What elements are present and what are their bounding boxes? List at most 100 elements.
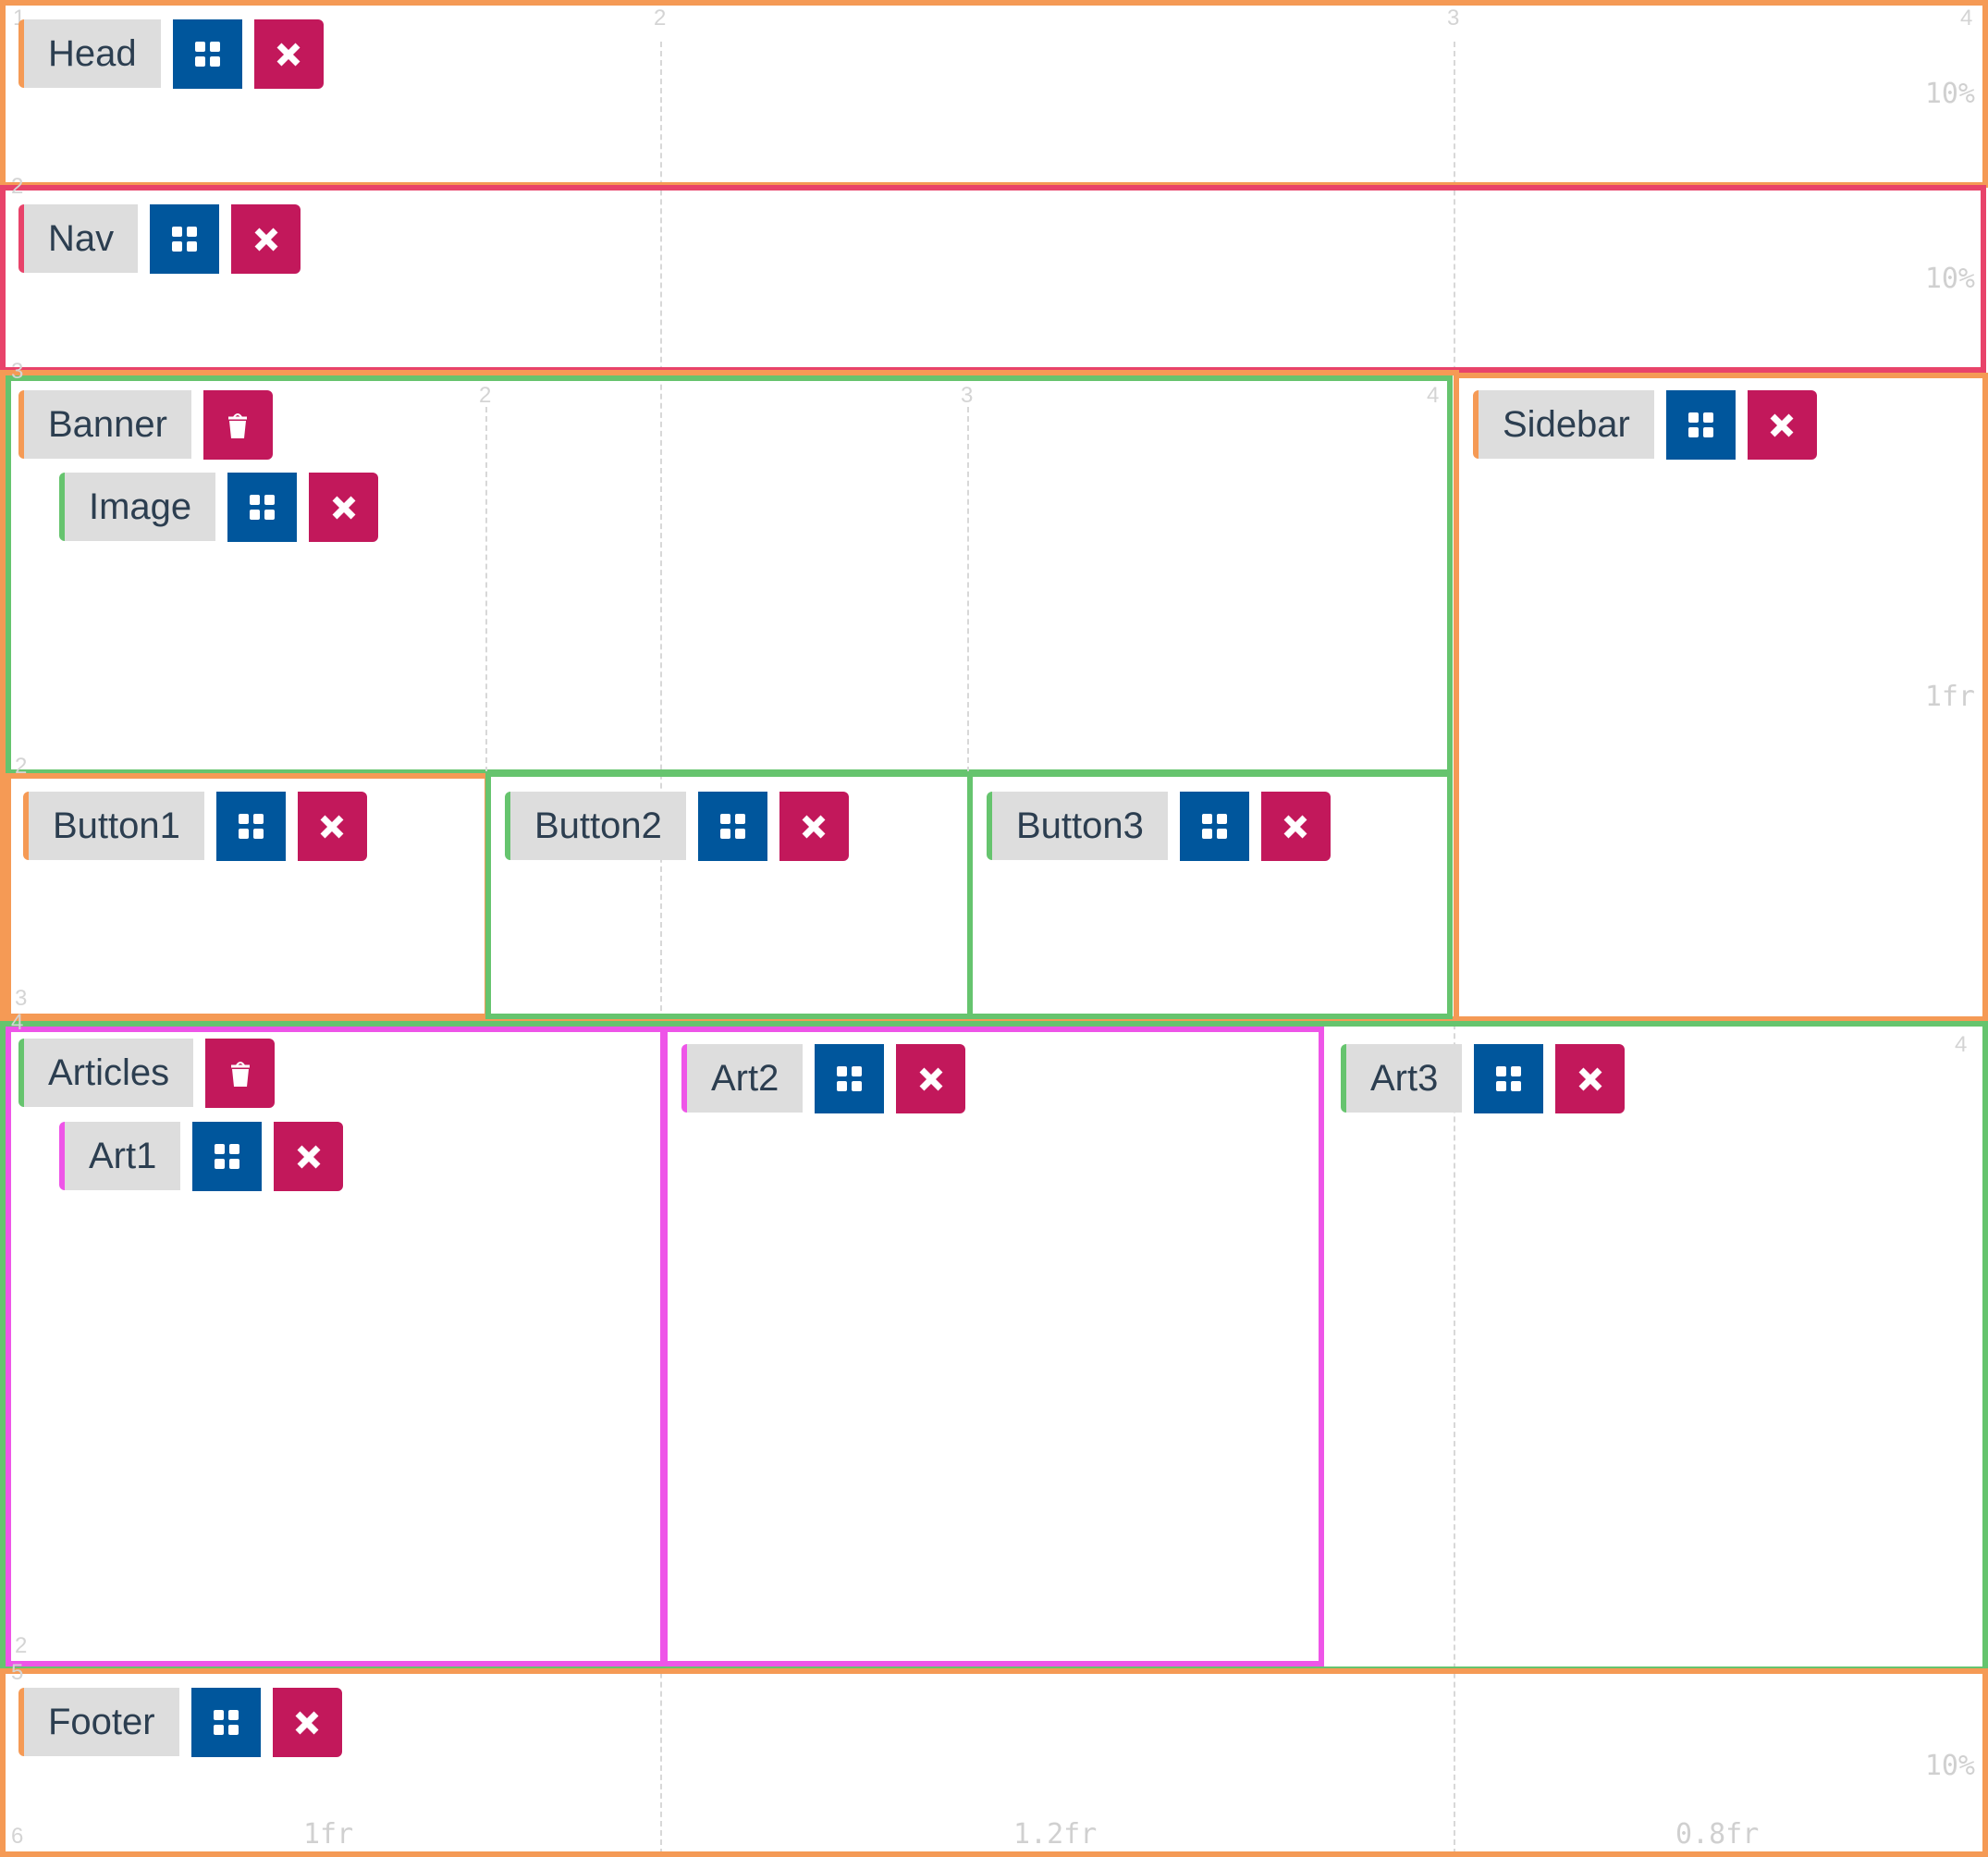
close-icon <box>1578 1067 1602 1090</box>
remove-button[interactable] <box>309 473 379 542</box>
item-nav: Nav <box>18 204 301 274</box>
item-art3: Art3 <box>1341 1044 1626 1113</box>
close-icon <box>297 1145 321 1168</box>
move-button[interactable] <box>215 792 286 861</box>
item-label[interactable]: Button3 <box>987 792 1168 860</box>
row-size-4: 10% <box>1924 1750 1975 1782</box>
articles-row-line-2: 2 <box>15 1633 28 1658</box>
close-icon <box>254 228 278 251</box>
area-footer <box>0 1668 1988 1857</box>
row-line-6: 6 <box>11 1824 24 1849</box>
move-button[interactable] <box>150 204 220 274</box>
row-size-3: 1fr <box>1924 681 1975 713</box>
col-line-3: 3 <box>1447 6 1460 31</box>
row-line-5: 5 <box>11 1660 24 1685</box>
item-label[interactable]: Footer <box>18 1688 179 1756</box>
close-icon <box>1283 815 1307 838</box>
item-label[interactable]: Art3 <box>1341 1044 1463 1113</box>
item-label[interactable]: Button1 <box>23 792 204 860</box>
item-button2: Button2 <box>505 792 849 861</box>
delete-button[interactable] <box>205 1039 276 1108</box>
col-size-1: 1fr <box>303 1818 354 1851</box>
close-icon <box>332 496 356 519</box>
item-label[interactable]: Head <box>18 19 161 88</box>
remove-button[interactable] <box>297 792 367 861</box>
row-size-2: 10% <box>1924 263 1975 295</box>
banner-col-line-2: 2 <box>479 383 492 408</box>
item-articles: Articles <box>18 1039 276 1108</box>
item-label[interactable]: Banner <box>18 390 191 459</box>
grid-icon <box>238 814 264 839</box>
item-head: Head <box>18 19 324 89</box>
move-button[interactable] <box>1474 1044 1544 1113</box>
remove-button[interactable] <box>896 1044 966 1113</box>
remove-button[interactable] <box>274 1122 344 1191</box>
move-button[interactable] <box>227 473 298 542</box>
item-label[interactable]: Sidebar <box>1473 390 1654 459</box>
item-banner: Banner <box>18 390 273 460</box>
grid-icon <box>837 1066 863 1091</box>
item-button3: Button3 <box>987 792 1331 861</box>
move-button[interactable] <box>815 1044 885 1113</box>
banner-guide-col-3 <box>967 407 969 772</box>
grid-icon <box>1201 814 1227 839</box>
move-button[interactable] <box>192 1122 263 1191</box>
row-size-1: 10% <box>1924 78 1975 110</box>
trash-icon <box>228 412 248 438</box>
item-label[interactable]: Art2 <box>681 1044 804 1113</box>
item-label[interactable]: Art1 <box>59 1122 181 1190</box>
item-label[interactable]: Articles <box>18 1039 194 1107</box>
remove-button[interactable] <box>272 1688 342 1757</box>
remove-button[interactable] <box>1747 390 1817 460</box>
move-button[interactable] <box>190 1688 261 1757</box>
col-line-2: 2 <box>654 6 667 31</box>
remove-button[interactable] <box>1555 1044 1626 1113</box>
item-image: Image <box>59 473 379 542</box>
close-icon <box>802 815 826 838</box>
item-label[interactable]: Image <box>59 473 216 541</box>
item-label[interactable]: Button2 <box>505 792 686 860</box>
item-art2: Art2 <box>681 1044 966 1113</box>
close-icon <box>295 1711 319 1734</box>
item-art1: Art1 <box>59 1122 344 1191</box>
row-line-4: 4 <box>11 1010 24 1035</box>
trash-icon <box>230 1061 250 1087</box>
grid-icon <box>215 1144 240 1169</box>
close-icon <box>1770 413 1794 437</box>
grid-icon <box>1687 412 1713 437</box>
remove-button[interactable] <box>231 204 301 274</box>
area-button3 <box>967 771 1453 1019</box>
banner-row-line-2: 2 <box>15 754 28 779</box>
banner-guide-col-2 <box>485 407 487 772</box>
move-button[interactable] <box>1665 390 1736 460</box>
remove-button[interactable] <box>779 792 849 861</box>
banner-col-line-4: 4 <box>1427 383 1440 408</box>
col-size-2: 1.2fr <box>1013 1818 1098 1851</box>
banner-row-line-3: 3 <box>15 986 28 1011</box>
grid-icon <box>719 814 745 839</box>
close-icon <box>276 43 301 66</box>
item-sidebar: Sidebar <box>1473 390 1817 460</box>
grid-guide-col-2 <box>660 42 662 1854</box>
area-sidebar <box>1454 373 1988 1022</box>
grid-icon <box>213 1710 239 1735</box>
grid-icon <box>172 227 198 252</box>
banner-col-line-3: 3 <box>961 383 974 408</box>
item-footer: Footer <box>18 1688 342 1757</box>
grid-icon <box>1496 1066 1522 1091</box>
grid-icon <box>194 42 220 67</box>
item-label[interactable]: Nav <box>18 204 139 273</box>
col-size-3: 0.8fr <box>1675 1818 1760 1851</box>
grid-icon <box>250 495 276 520</box>
move-button[interactable] <box>172 19 242 89</box>
row-line-2: 2 <box>11 174 24 199</box>
remove-button[interactable] <box>1260 792 1331 861</box>
delete-button[interactable] <box>202 390 273 460</box>
move-button[interactable] <box>697 792 767 861</box>
move-button[interactable] <box>1179 792 1249 861</box>
close-icon <box>320 815 344 838</box>
row-line-3: 3 <box>11 359 24 384</box>
close-icon <box>919 1067 943 1090</box>
area-art2 <box>660 1027 1324 1666</box>
remove-button[interactable] <box>253 19 324 89</box>
